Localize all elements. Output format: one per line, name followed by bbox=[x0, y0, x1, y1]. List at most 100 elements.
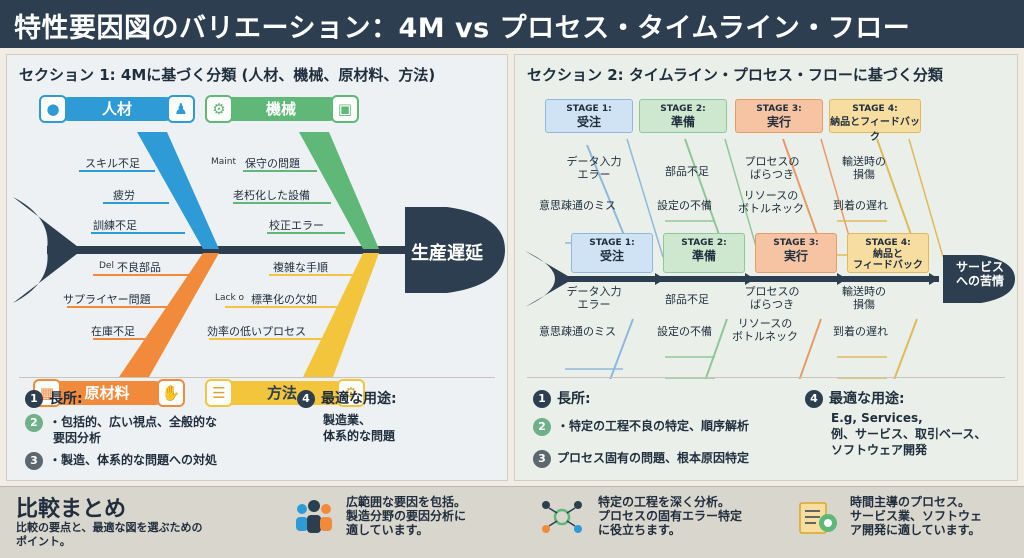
cause-method-prefix: Lack o bbox=[215, 293, 245, 303]
use-4m-text-1: 製造業、 bbox=[323, 413, 372, 427]
cause-low-s3a-2: ばらつき bbox=[750, 298, 794, 311]
summary-item-1-line-2: 製造分野の要因分析に bbox=[346, 509, 467, 523]
cause-material-1: 不良部品 bbox=[117, 261, 161, 274]
cause-s3b-1: リソースの bbox=[743, 189, 799, 202]
use-4m-text-2: 体系的な問題 bbox=[323, 429, 396, 443]
number-badge-2: 2 bbox=[533, 417, 551, 436]
stage-mid-1: STAGE 1:受注 bbox=[571, 233, 653, 273]
number-badge-3: 3 bbox=[533, 449, 551, 468]
cause-machine-prefix: Maint bbox=[211, 157, 237, 167]
cause-low-s1a-1: データ入力 bbox=[566, 285, 622, 298]
process-icon: ⚙ bbox=[337, 379, 365, 407]
summary-item-2-line-3: に役立ちます。 bbox=[598, 523, 681, 537]
fishbone-4m-diagram bbox=[13, 132, 505, 377]
cause-s1b: 意思疎通のミス bbox=[539, 199, 616, 212]
use-4m-heading: 4 最適な用途: bbox=[297, 388, 397, 408]
pros-4m-text-2: ・製造、体系的な問題への対処 bbox=[49, 453, 218, 467]
pros-timeline-title: 長所: bbox=[557, 391, 591, 407]
stage-mid-4: STAGE 4:納品とフィードバック bbox=[847, 233, 929, 273]
timeline-effect-1: サービス bbox=[955, 260, 1004, 274]
use-timeline-text-3: ソフトウェア開発 bbox=[831, 443, 928, 457]
cause-s4b: 到着の遅れ bbox=[833, 199, 888, 212]
machine-icon: ▣ bbox=[331, 95, 359, 123]
cause-low-s3a-1: プロセスの bbox=[744, 285, 800, 298]
timeline-effect-2: への苦情 bbox=[955, 274, 1004, 288]
use-4m-title: 最適な用途: bbox=[321, 391, 397, 407]
page-title: 特性要因図のバリエーション：4M vs プロセス・タイムライン・フロー bbox=[14, 13, 911, 44]
summary-title: 比較まとめ bbox=[16, 497, 127, 522]
summary-sub-2: ポイント。 bbox=[16, 535, 71, 548]
method-bone bbox=[303, 253, 379, 377]
cause-low-s3b-1: リソースの bbox=[737, 317, 793, 330]
cause-machine-3: 校正エラー bbox=[269, 219, 324, 232]
summary-item-2-line-2: プロセスの固有エラー特定 bbox=[598, 509, 743, 523]
cause-s4a-2: 損傷 bbox=[853, 168, 875, 181]
person-icon: ● bbox=[39, 95, 67, 123]
stage-top-3: STAGE 3:実行 bbox=[735, 99, 823, 133]
cause-low-s1b: 意思疎通のミス bbox=[539, 325, 616, 338]
analysis-network-icon bbox=[542, 501, 582, 533]
fishbone-spine bbox=[47, 246, 407, 254]
category-material: 原材料 bbox=[47, 381, 167, 405]
pros-timeline-heading: 1 長所: bbox=[533, 388, 591, 408]
category-machine: 機械 bbox=[221, 97, 341, 121]
cause-machine-1: 保守の問題 bbox=[245, 157, 300, 170]
cause-s4a-1: 輸送時の bbox=[842, 155, 886, 168]
cause-method-1: 複雑な手順 bbox=[273, 261, 328, 274]
cause-s2b: 設定の不備 bbox=[657, 199, 712, 212]
fishbone-head bbox=[405, 207, 505, 293]
gear-icon: ⚙ bbox=[205, 95, 233, 123]
pros-4m-title: 長所: bbox=[49, 391, 83, 407]
stage-top-1: STAGE 1:受注 bbox=[545, 99, 633, 133]
time-gear-icon bbox=[799, 502, 837, 534]
section-4m-panel: セクション 1: 4Mに基づく分類 (人材、機械、原材料、方法) 人材 ● ♟ … bbox=[6, 54, 508, 481]
cause-people-3: 訓練不足 bbox=[93, 219, 137, 232]
use-timeline-text-1: E.g, Services, bbox=[831, 411, 923, 425]
cause-s3a-2: ばらつき bbox=[750, 168, 794, 181]
people-bone bbox=[137, 132, 219, 249]
summary-bar: 比較まとめ 比較の要点と、最適な図を選ぶための ポイント。 広範囲な要因を包括。… bbox=[0, 486, 1024, 558]
number-badge-1: 1 bbox=[533, 390, 551, 408]
machine-bone bbox=[299, 132, 379, 249]
cause-material-2: サプライヤー問題 bbox=[63, 293, 151, 306]
cause-material-3: 在庫不足 bbox=[91, 325, 135, 338]
summary-item-1-line-1: 広範囲な要因を包括。 bbox=[346, 495, 467, 509]
summary-item-3-line-3: ア開発に適しています。 bbox=[850, 523, 981, 537]
hand-icon: ✋ bbox=[157, 379, 185, 407]
cause-low-s1a-2: エラー bbox=[577, 298, 611, 311]
pros-4m-text-1: ・包括的、広い視点、全般的な bbox=[49, 415, 218, 429]
pros-timeline-text-1: ・特定の工程不良の特定、順序解析 bbox=[557, 419, 750, 433]
summary-item-3-line-2: サービス業、ソフトウェ bbox=[850, 509, 983, 523]
cause-low-s4b: 到着の遅れ bbox=[833, 325, 888, 338]
document-icon: ☰ bbox=[205, 379, 233, 407]
cause-low-s3b-2: ボトルネック bbox=[732, 330, 798, 343]
header-bar: 特性要因図のバリエーション：4M vs プロセス・タイムライン・フロー bbox=[0, 0, 1024, 48]
cause-s1a-2: エラー bbox=[577, 168, 611, 181]
cause-method-2: 標準化の欠如 bbox=[251, 293, 317, 306]
category-people: 人材 bbox=[57, 97, 177, 121]
cause-s1a-1: データ入力 bbox=[566, 155, 622, 168]
stage-mid-2: STAGE 2:準備 bbox=[663, 233, 745, 273]
stage-top-4: STAGE 4:納品とフィードバック bbox=[829, 99, 921, 143]
cause-s3b-2: ボトルネック bbox=[738, 202, 804, 215]
timeline-head bbox=[943, 255, 1015, 303]
section-4m-title: セクション 1: 4Mに基づく分類 (人材、機械、原材料、方法) bbox=[19, 66, 436, 84]
number-badge-4: 4 bbox=[297, 390, 315, 408]
section-timeline-panel: セクション 2: タイムライン・プロセス・フローに基づく分類 STAGE 1:受… bbox=[514, 54, 1018, 481]
stage-mid-3: STAGE 3:実行 bbox=[755, 233, 837, 273]
cause-s3a-1: プロセスの bbox=[744, 155, 800, 168]
pros-4m-item-2: 3・製造、体系的な問題への対処 bbox=[25, 451, 217, 470]
cause-low-s4a-1: 輸送時の bbox=[842, 285, 886, 298]
box-icon: ▦ bbox=[33, 379, 61, 407]
cause-low-s4a-2: 損傷 bbox=[853, 298, 875, 311]
section-timeline-divider bbox=[527, 377, 1005, 378]
pros-4m-text-1b: 要因分析 bbox=[53, 431, 102, 445]
cause-s2a: 部品不足 bbox=[665, 165, 709, 178]
cause-people-1: スキル不足 bbox=[85, 157, 140, 170]
pros-4m-item-1: 2・包括的、広い視点、全般的な bbox=[25, 413, 217, 432]
cause-low-s2a: 部品不足 bbox=[665, 293, 709, 306]
cause-people-2: 疲労 bbox=[113, 189, 135, 202]
